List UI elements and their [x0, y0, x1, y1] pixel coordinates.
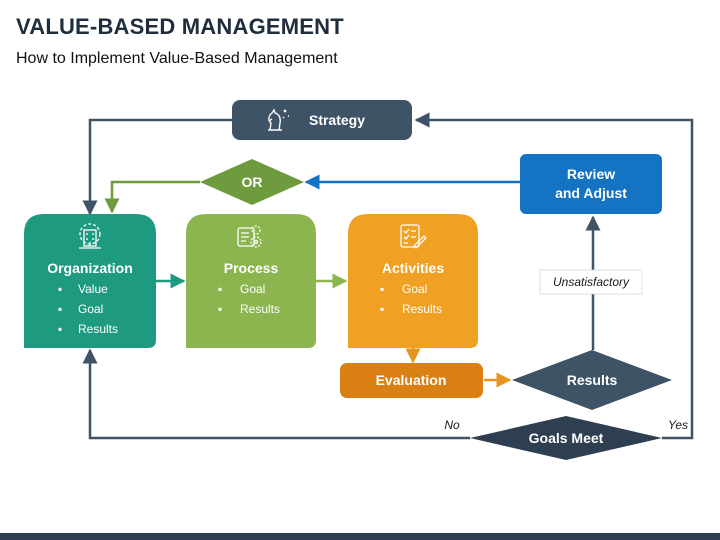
activities-box	[348, 214, 478, 348]
organization-item-value: Value	[78, 282, 108, 296]
process-bullet: ▪	[218, 302, 222, 316]
organization-items: ▪ Value ▪ Goal ▪ Results	[58, 282, 118, 336]
footer-bar	[0, 533, 720, 540]
process-gears-icon	[237, 225, 262, 248]
activities-item-goal: Goal	[402, 282, 427, 296]
goals-meet-decision: Goals Meet	[470, 416, 662, 460]
edge-goals-yes-strategy	[414, 112, 694, 440]
activities-item-results: Results	[402, 302, 442, 316]
page-subtitle: How to Implement Value-Based Management	[16, 50, 338, 67]
results-diamond	[512, 350, 672, 410]
edge-strategy-organization	[82, 118, 232, 216]
process-box	[186, 214, 316, 348]
strategy-node: Strategy	[232, 100, 412, 140]
review-node: Review and Adjust	[520, 154, 662, 214]
process-label: Process	[224, 260, 279, 276]
organization-item-goal: Goal	[78, 302, 103, 316]
process-item-goal: Goal	[240, 282, 265, 296]
chess-knight-icon	[268, 108, 289, 131]
or-diamond	[200, 159, 304, 205]
organization-item-results: Results	[78, 322, 118, 336]
edge-goals-no-organization	[82, 348, 470, 440]
organization-bullet: ▪	[58, 322, 62, 336]
evaluation-box	[340, 363, 483, 398]
or-label: OR	[242, 174, 263, 190]
activities-bullet: ▪	[380, 302, 384, 316]
activities-items: ▪ Goal ▪ Results	[380, 282, 442, 316]
strategy-label: Strategy	[309, 112, 365, 128]
organization-label: Organization	[47, 260, 133, 276]
process-bullet: ▪	[218, 282, 222, 296]
organization-bullet: ▪	[58, 302, 62, 316]
process-node: Process ▪ Goal ▪ Results	[186, 214, 316, 348]
results-decision: Results	[512, 350, 672, 410]
yes-label: Yes	[668, 418, 688, 432]
edge-or-organization	[104, 180, 200, 214]
evaluation-node: Evaluation	[340, 363, 483, 398]
review-box	[520, 154, 662, 214]
activities-label: Activities	[382, 260, 444, 276]
building-gear-icon	[79, 223, 101, 249]
organization-node: Organization ▪ Value ▪ Goal ▪ Results	[24, 214, 156, 348]
process-items: ▪ Goal ▪ Results	[218, 282, 280, 316]
activities-bullet: ▪	[380, 282, 384, 296]
activities-node: Activities ▪ Goal ▪ Results	[348, 214, 478, 348]
evaluation-label: Evaluation	[376, 372, 447, 388]
review-label-line2: and Adjust	[555, 185, 627, 201]
organization-box	[24, 214, 156, 348]
no-label: No	[444, 418, 460, 432]
or-decision: OR	[200, 159, 304, 205]
review-label-line1: Review	[567, 166, 615, 182]
page-title: VALUE-BASED MANAGEMENT	[16, 14, 344, 39]
process-item-results: Results	[240, 302, 280, 316]
goals-meet-diamond	[470, 416, 662, 460]
unsatisfactory-label: Unsatisfactory	[553, 275, 630, 289]
checklist-icon	[400, 224, 427, 249]
results-label: Results	[567, 372, 618, 388]
unsatisfactory-label-box	[539, 269, 643, 295]
goals-meet-label: Goals Meet	[529, 430, 604, 446]
organization-bullet: ▪	[58, 282, 62, 296]
